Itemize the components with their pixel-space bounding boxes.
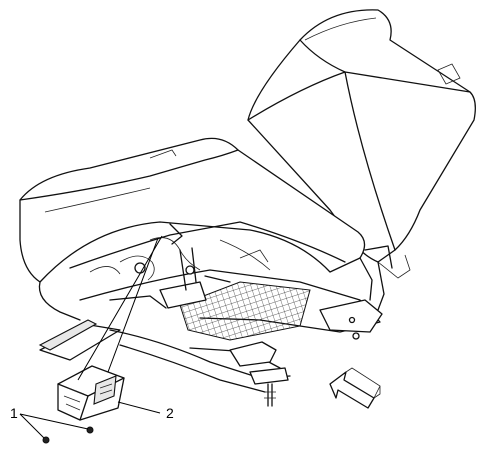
fasteners — [42, 426, 94, 444]
module-leaders — [77, 235, 163, 381]
control-module — [57, 365, 125, 421]
fastener-left — [42, 436, 50, 444]
fastener-right — [86, 426, 94, 434]
callout-1: 1 — [10, 405, 89, 439]
callout-1-label: 1 — [10, 405, 18, 421]
front-arrow — [329, 367, 381, 409]
callout-2-label: 2 — [166, 405, 174, 421]
seat-frame — [38, 221, 393, 407]
seat-mesh-pan — [179, 275, 311, 341]
seat-back — [247, 9, 476, 279]
callout-2: 2 — [117, 401, 174, 421]
seat-cushion — [19, 137, 366, 321]
under-seat-components — [89, 223, 271, 309]
